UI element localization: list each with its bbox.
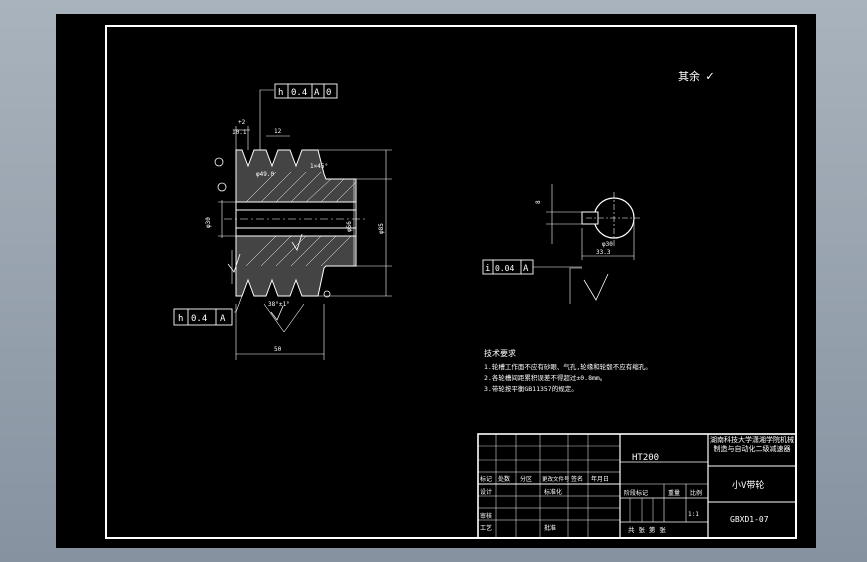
gdt-left-symbol: h: [178, 314, 183, 324]
tb-stage-label: 阶段标记: [624, 489, 648, 497]
gdt-left-datum: A: [220, 314, 226, 324]
tb-sheet-label: 共 张 第 张: [628, 525, 666, 534]
pulley-section-view: [214, 89, 392, 360]
note-line-1: 1.轮槽工作面不应有砂眼、气孔,轮缘和轮毂不应有缩孔。: [484, 362, 652, 371]
gdt-sym-value: 0.04: [495, 264, 514, 273]
notes-title: 技术要求: [484, 348, 516, 358]
dim-outer: φ85: [378, 223, 385, 234]
tb-scale: 1:1: [688, 511, 699, 518]
tb-header-3: 分区: [520, 475, 532, 483]
tb-header-1: 标记: [480, 475, 492, 483]
tb-header-4: 更改文件号: [542, 475, 570, 483]
roughness-note: 其余: [678, 69, 700, 83]
tb-role-design: 设计: [480, 488, 492, 496]
dim-width: 50: [274, 346, 282, 353]
gdt-sym-datum: A: [523, 264, 529, 274]
note-line-2: 2.各轮槽间距累积误差不得超过±0.8mm。: [484, 373, 606, 382]
tb-material: HT200: [632, 453, 659, 463]
gdt-top-value: 0.4: [291, 88, 307, 98]
dim-bore: φ30: [205, 217, 212, 228]
dim-key-width: 8: [535, 200, 542, 204]
note-line-3: 3.带轮按平衡GB11357的规定。: [484, 384, 578, 393]
gdt-top-datum: A: [314, 88, 320, 98]
drawing-border: [105, 25, 797, 539]
tb-role-approve: 批准: [544, 524, 556, 532]
dim-angle: 38°±1°: [268, 301, 290, 308]
gdt-top-symbol: h: [278, 88, 283, 98]
tb-header-5: 签名: [571, 475, 583, 483]
tb-role-process: 工艺: [480, 524, 492, 532]
keyway-section-view: [546, 184, 642, 304]
tb-role-review: 审核: [480, 512, 492, 520]
dim-inner: φ56: [346, 221, 353, 232]
dim-chamfer: 1×45°: [310, 163, 328, 170]
gdt-top-extra: 0: [326, 88, 331, 98]
dim-key-depth: 33.3: [596, 249, 611, 256]
gdt-runout-left: [173, 308, 233, 326]
tb-part-name: 小V带轮: [732, 479, 764, 491]
tb-header-2: 处数: [498, 475, 510, 483]
dim-ref-diam: φ49.0: [256, 171, 274, 178]
tb-school: 湖南科技大学潇湘学院机械制造与自动化二级减速器: [710, 436, 794, 453]
dim-top-offset: 10.1: [232, 129, 247, 136]
title-block: [477, 433, 797, 539]
roughness-symbol: ✓: [706, 69, 714, 84]
tb-weight-label: 重量: [668, 489, 680, 497]
cad-viewport[interactable]: 其余 ✓: [56, 14, 816, 548]
tb-drawing-no: GBXD1-07: [730, 515, 769, 524]
gdt-symmetry: [482, 259, 582, 275]
dim-shaft: φ30: [602, 241, 613, 248]
tb-scale-label: 比例: [690, 489, 702, 497]
dim-plus2: +2: [238, 119, 246, 126]
engineering-drawing: 其余 ✓: [105, 25, 797, 539]
gdt-left-value: 0.4: [191, 314, 207, 324]
gdt-sym-symbol: i: [485, 264, 490, 274]
tb-role-standard: 标准化: [544, 488, 562, 496]
tb-header-6: 年月日: [591, 475, 609, 483]
dim-groove: 12: [274, 128, 282, 135]
gdt-runout-top: [274, 83, 338, 99]
